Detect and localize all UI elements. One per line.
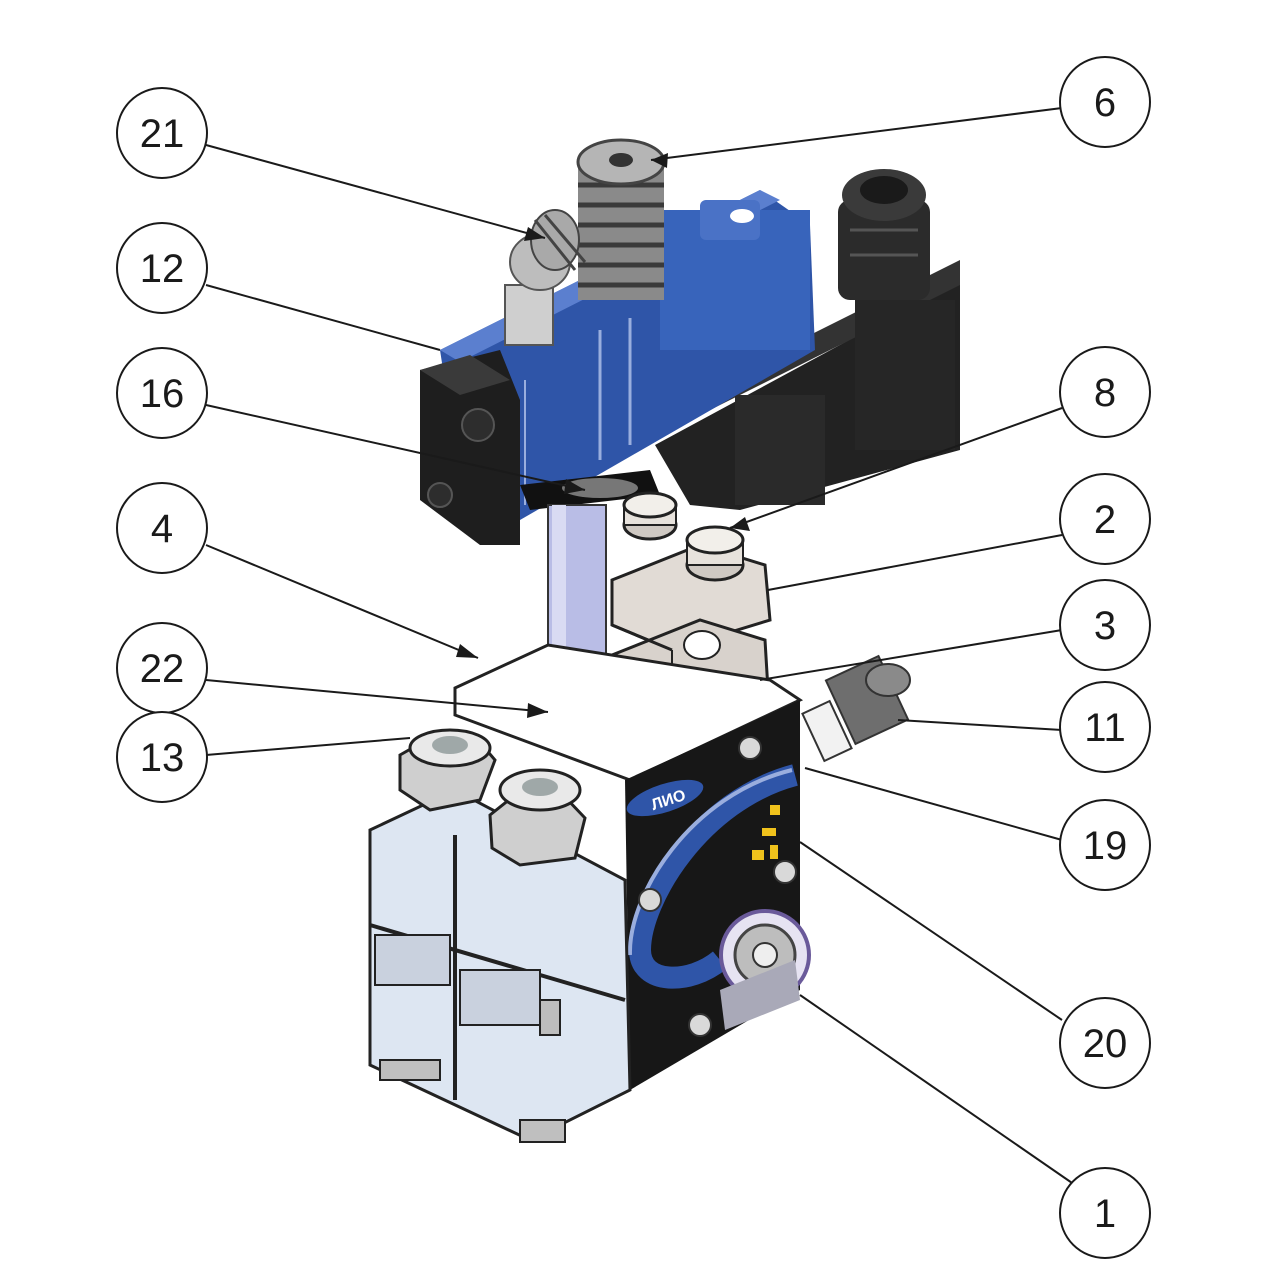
leader-16: [205, 404, 586, 491]
callout-6: 6: [1059, 56, 1151, 148]
leader-6: [650, 107, 1063, 161]
coil-left: [420, 350, 520, 545]
leader-20: [799, 841, 1063, 1021]
leader-21: [205, 144, 546, 239]
clamp-screw-left: [622, 491, 678, 541]
callout-2-label: 2: [1094, 498, 1116, 542]
callout-12: 12: [116, 222, 208, 314]
callout-1: 1: [1059, 1167, 1151, 1259]
solenoid-valve-assembly: [420, 138, 960, 545]
callout-20-label: 20: [1083, 1022, 1128, 1066]
leader-13: [205, 737, 411, 756]
side-port-fitting: [801, 654, 911, 763]
callout-13: 13: [116, 711, 208, 803]
callout-11: 11: [1059, 681, 1151, 773]
hex-nut-right: [488, 768, 587, 867]
callout-22-label: 22: [140, 647, 185, 691]
muffler-silencer: [576, 138, 666, 300]
leader-2: [767, 534, 1063, 591]
leader-22: [205, 679, 549, 713]
callout-22: 22: [116, 622, 208, 714]
warning-marks: [752, 805, 780, 860]
leader-1: [799, 994, 1076, 1186]
callout-3: 3: [1059, 579, 1151, 671]
callout-21-label: 21: [140, 112, 185, 156]
callout-4-label: 4: [151, 507, 173, 551]
callout-8-label: 8: [1094, 371, 1116, 415]
callout-11-label: 11: [1084, 706, 1126, 750]
callout-8: 8: [1059, 346, 1151, 438]
callout-19: 19: [1059, 799, 1151, 891]
callout-21: 21: [116, 87, 208, 179]
leader-11: [897, 719, 1063, 731]
callout-balloons: 21 12 16 4 22 13 6 8: [116, 56, 1151, 1259]
leader-4: [205, 544, 479, 659]
leader-arrowheads: [456, 153, 750, 718]
callout-3-label: 3: [1094, 604, 1116, 648]
callout-1-label: 1: [1094, 1192, 1116, 1236]
coil-connector-right: [838, 169, 930, 300]
leader-3: [759, 629, 1063, 681]
pump-disc: [719, 909, 811, 1030]
callout-12-label: 12: [140, 247, 185, 291]
leader-19: [804, 767, 1063, 841]
leader-8: [729, 407, 1063, 529]
pump-block: ЛИО: [368, 643, 911, 1143]
callout-20: 20: [1059, 997, 1151, 1089]
callout-6-label: 6: [1094, 81, 1116, 125]
elbow-fitting: [504, 209, 587, 346]
clamp-screw-right: [685, 525, 745, 582]
callout-16-label: 16: [140, 372, 185, 416]
callout-4: 4: [116, 482, 208, 574]
callout-19-label: 19: [1083, 824, 1128, 868]
callout-16: 16: [116, 347, 208, 439]
leader-12: [205, 284, 441, 351]
callout-13-label: 13: [140, 736, 185, 780]
hex-nut-left: [398, 728, 497, 812]
callout-2: 2: [1059, 473, 1151, 565]
leader-lines: [205, 107, 1076, 1186]
face-screws: [638, 736, 797, 1037]
clamp-assembly: [610, 491, 772, 720]
